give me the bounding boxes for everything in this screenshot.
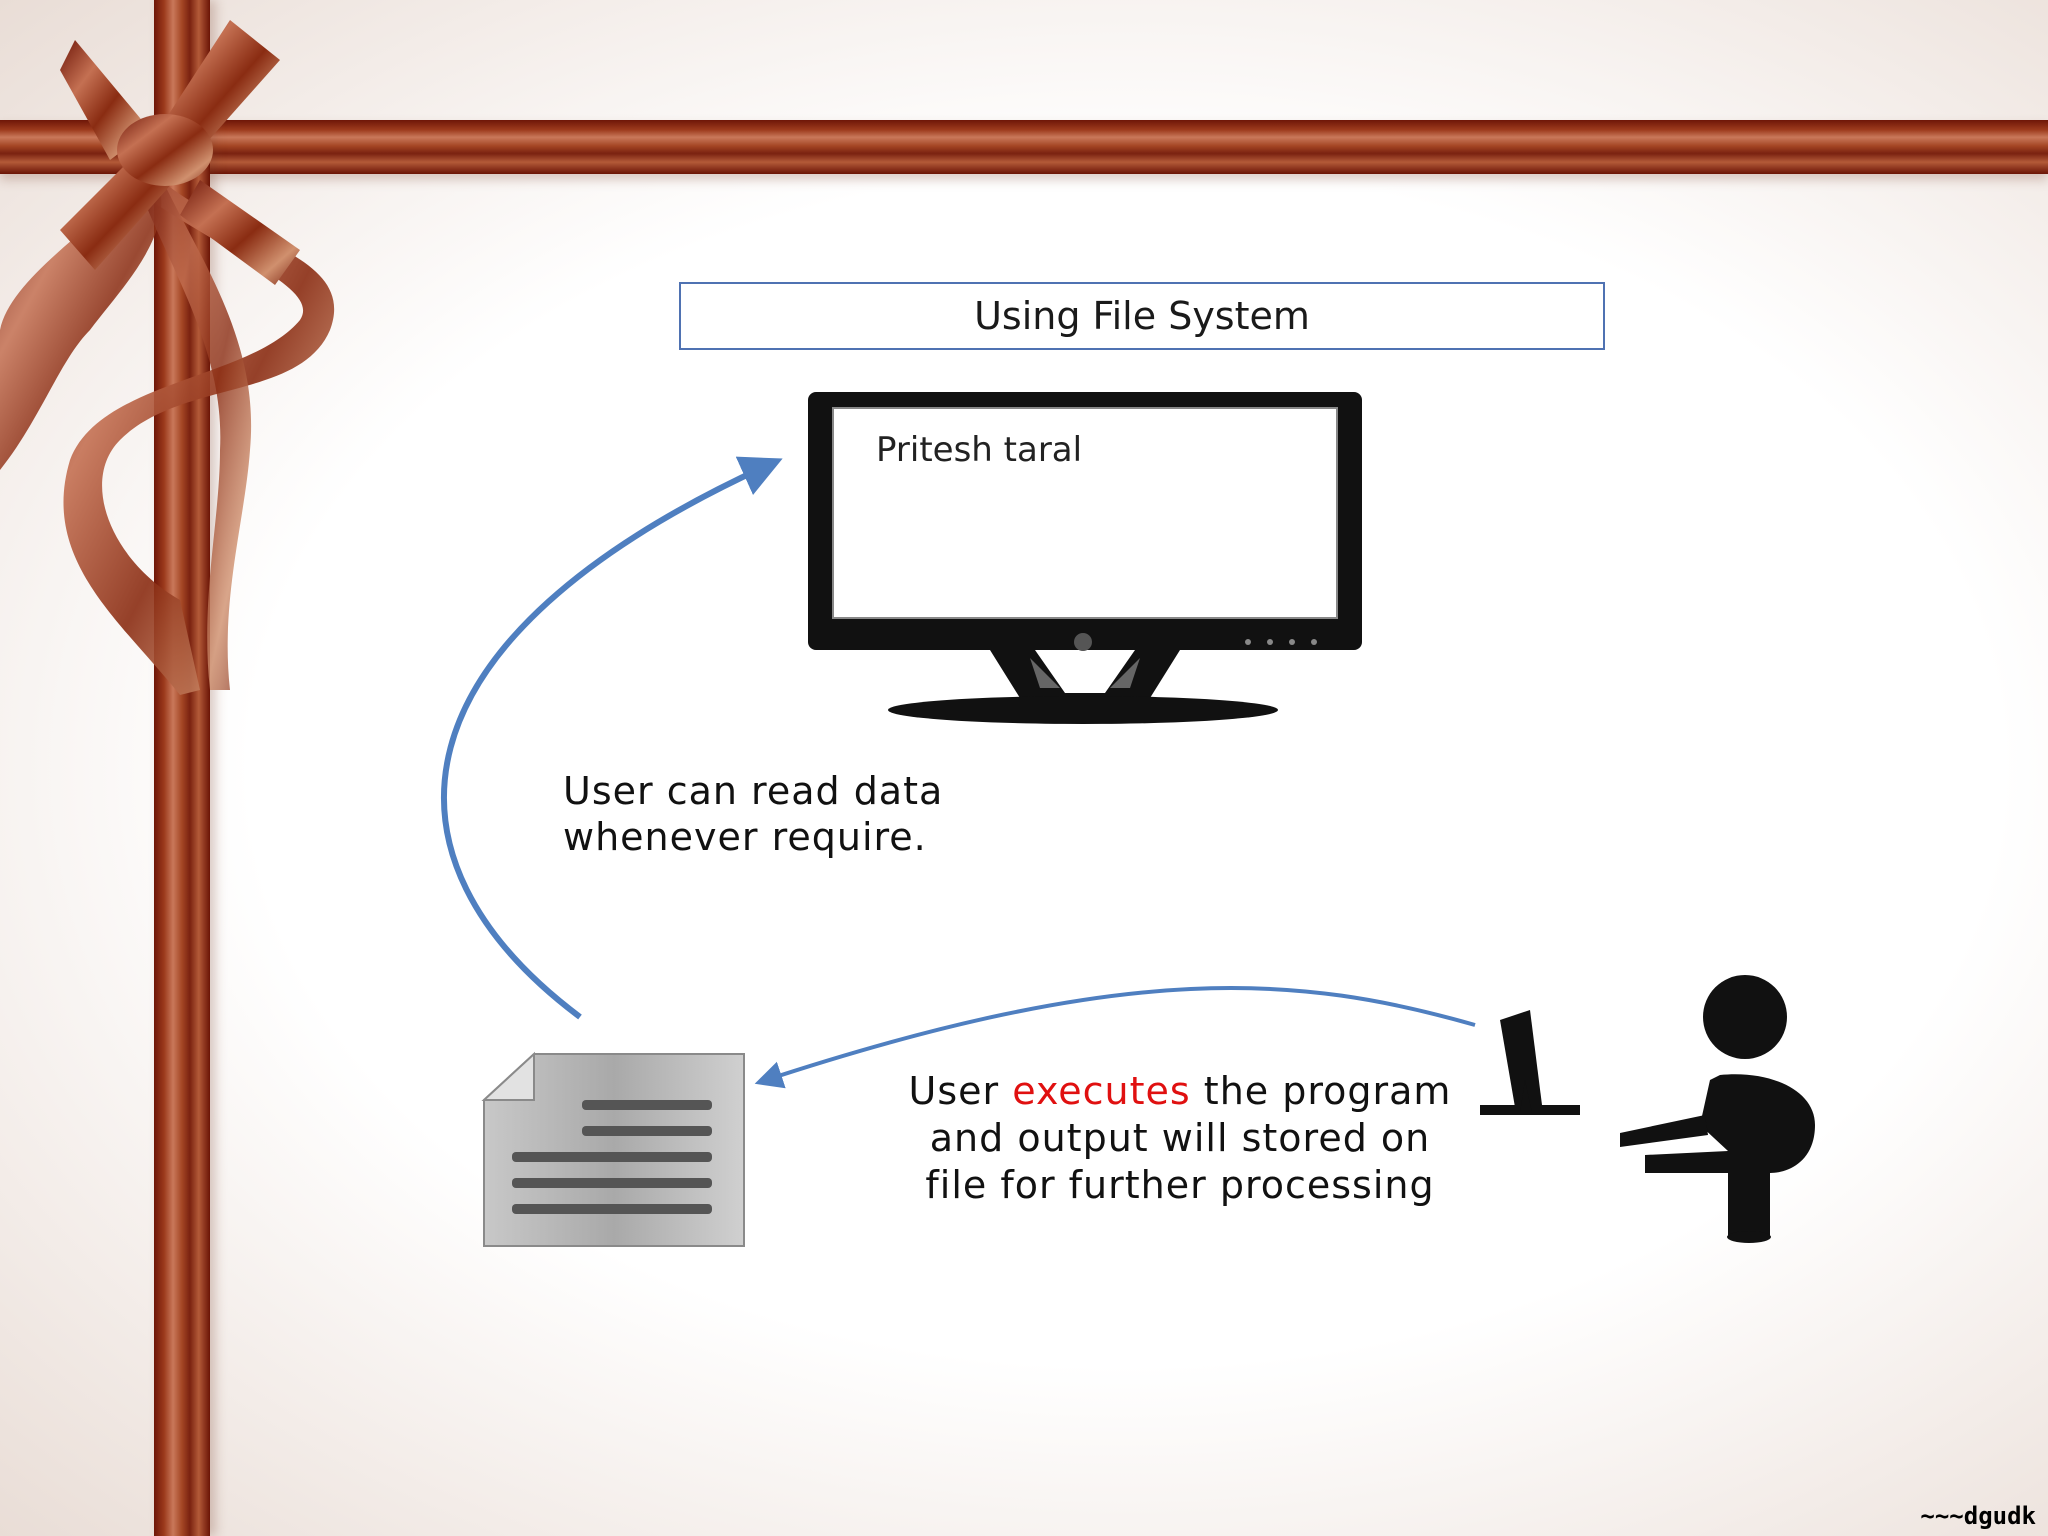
read-caption-line2: whenever require. bbox=[563, 815, 927, 859]
slide-title: Using File System bbox=[679, 282, 1605, 350]
monitor-screen-text: Pritesh taral bbox=[876, 430, 1083, 470]
ribbon-bow-icon bbox=[0, 20, 335, 695]
curved-arrow-icon bbox=[441, 456, 783, 1020]
execute-caption: User executes the program and output wil… bbox=[900, 1068, 1460, 1209]
monitor-icon bbox=[808, 392, 1362, 724]
read-caption-line1: User can read data bbox=[563, 769, 944, 813]
read-caption: User can read data whenever require. bbox=[563, 768, 1183, 860]
execute-caption-highlight: executes bbox=[1012, 1069, 1191, 1113]
person-at-computer-icon bbox=[1480, 975, 1815, 1243]
ribbon-horizontal bbox=[0, 120, 2048, 174]
execute-caption-part2: the program and output will stored on fi… bbox=[925, 1069, 1452, 1207]
curved-arrow-icon bbox=[754, 986, 1476, 1089]
document-icon bbox=[481, 1051, 745, 1247]
watermark: ~~~dgudk bbox=[1920, 1502, 2036, 1530]
execute-caption-part1: User bbox=[908, 1069, 1013, 1113]
